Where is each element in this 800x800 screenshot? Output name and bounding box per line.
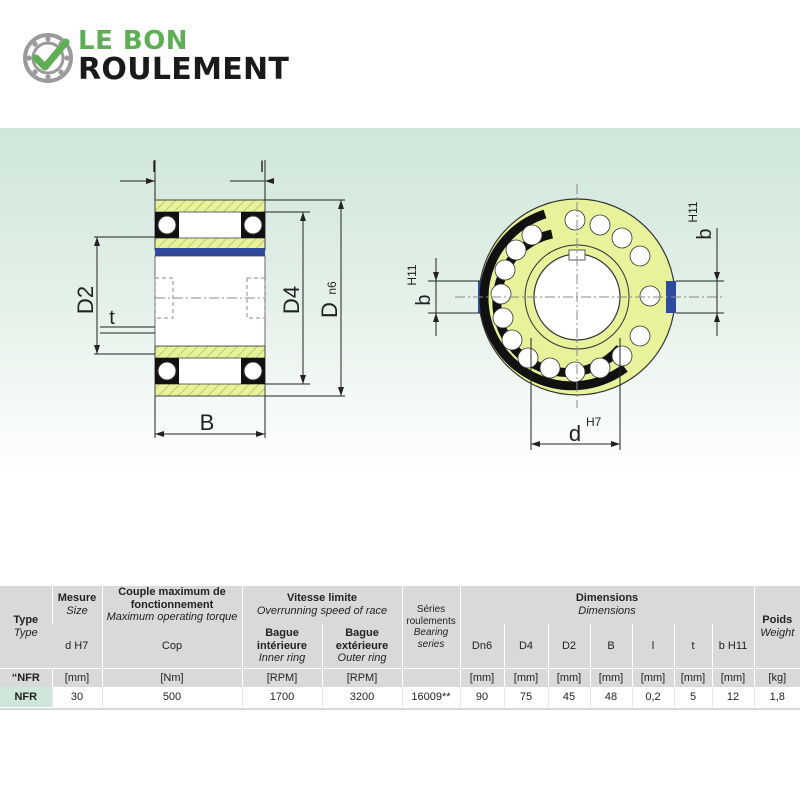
front-arrows — [433, 272, 720, 447]
header-b: B — [589, 623, 632, 669]
unit-cell: [RPM] — [321, 668, 402, 687]
data-cell: 5 — [673, 687, 712, 707]
data-cell: 45 — [547, 687, 590, 707]
data-cell: 16009** — [401, 687, 460, 707]
logo-text-bottom: ROULEMENT — [78, 52, 290, 87]
label-D: D — [317, 302, 342, 318]
unit-cell: [mm] — [631, 668, 674, 687]
check-bearing-icon — [23, 33, 73, 83]
header-l: l — [631, 623, 674, 669]
label-H11-left: H11 — [405, 264, 419, 285]
logo-text-top: LE BON — [78, 26, 189, 56]
data-cell: 3200 — [321, 687, 402, 707]
data-cell: 1,8 — [753, 687, 800, 707]
label-H7: H7 — [586, 415, 602, 429]
label-l-right: l — [260, 159, 264, 176]
section-dimensions — [94, 160, 345, 438]
label-t: t — [109, 307, 115, 329]
unit-cell — [401, 668, 460, 687]
label-D4: D4 — [279, 286, 304, 314]
label-d: d — [569, 421, 581, 446]
dimension-arrows — [94, 178, 344, 437]
technical-drawing: l l D2 D4 D n6 t B — [73, 159, 725, 450]
unit-cell: “NFR — [0, 668, 52, 687]
data-cell: 1700 — [241, 687, 322, 707]
data-cell: 30 — [51, 687, 102, 707]
unit-cell: [kg] — [753, 668, 800, 687]
roller-balls — [490, 209, 661, 383]
data-cell: 90 — [459, 687, 504, 707]
header-d2: D2 — [547, 623, 590, 669]
header-dn6: Dn6 — [459, 623, 504, 669]
unit-cell: [mm] — [711, 668, 755, 687]
front-view — [455, 184, 725, 408]
unit-cell: [mm] — [503, 668, 548, 687]
header-bh11: b H11 — [711, 623, 755, 669]
label-b-left: b — [413, 294, 435, 305]
unit-cell: [mm] — [547, 668, 590, 687]
label-H11-right: H11 — [686, 201, 700, 222]
header-d4: D4 — [503, 623, 548, 669]
header-cop: Cop — [101, 623, 242, 669]
header-dh7: d H7 — [52, 623, 102, 669]
data-cell: 75 — [503, 687, 548, 707]
unit-cell: [mm] — [459, 668, 504, 687]
units-row: “NFR [mm] [Nm] [RPM] [RPM] [mm] [mm] [mm… — [0, 668, 800, 687]
table-row: NFR 30 500 1700 3200 16009** 90 75 45 48… — [0, 687, 800, 707]
unit-cell: [RPM] — [241, 668, 322, 687]
brand-logo: LE BON ROULEMENT — [22, 24, 312, 88]
unit-cell: [Nm] — [101, 668, 242, 687]
data-cell: 500 — [101, 687, 242, 707]
data-cell: 12 — [711, 687, 755, 707]
label-b-right: b — [694, 228, 716, 239]
data-cell: 48 — [589, 687, 632, 707]
data-cell: 0,2 — [631, 687, 674, 707]
unit-cell: [mm] — [673, 668, 712, 687]
label-n6: n6 — [325, 281, 339, 295]
section-view — [154, 199, 266, 397]
label-B: B — [200, 410, 215, 435]
label-l-left: l — [152, 159, 156, 176]
header-t: t — [673, 623, 712, 669]
unit-cell: [mm] — [589, 668, 632, 687]
unit-cell: [mm] — [51, 668, 102, 687]
table-bottom-rule — [0, 708, 800, 710]
label-D2: D2 — [73, 286, 98, 314]
data-cell: NFR — [0, 687, 52, 707]
